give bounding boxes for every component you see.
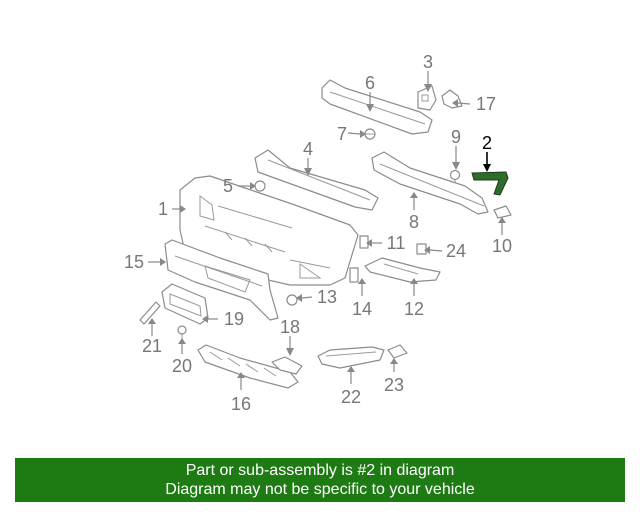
part-17-clip[interactable] xyxy=(441,89,463,109)
banner-line-disclaimer: Diagram may not be specific to your vehi… xyxy=(165,481,475,498)
part-2-bracket[interactable] xyxy=(471,171,509,196)
part-8-reinforcement[interactable] xyxy=(371,151,489,215)
callout-20[interactable]: 20 xyxy=(172,356,192,376)
part-4-absorber[interactable] xyxy=(254,149,379,211)
callout-4[interactable]: 4 xyxy=(303,139,313,159)
part-10-clip[interactable] xyxy=(493,205,512,219)
callout-labels: 3 6 17 7 9 2 4 5 1 8 11 10 24 15 13 14 1… xyxy=(124,52,512,414)
part-1-bumper-cover[interactable] xyxy=(179,175,359,286)
callout-16[interactable]: 16 xyxy=(231,394,251,414)
callout-2[interactable]: 2 xyxy=(482,133,492,153)
callout-21[interactable]: 21 xyxy=(142,336,162,356)
part-11-clip[interactable] xyxy=(359,235,369,249)
callout-11[interactable]: 11 xyxy=(387,233,406,253)
part-13-nut[interactable] xyxy=(286,294,298,306)
part-14-clip[interactable] xyxy=(349,267,359,283)
part-21-screw[interactable] xyxy=(139,301,161,325)
part-22-trim[interactable] xyxy=(317,346,385,369)
callout-24[interactable]: 24 xyxy=(446,241,466,261)
callout-13[interactable]: 13 xyxy=(317,287,337,307)
part-19-plate-bracket[interactable] xyxy=(161,283,209,325)
callout-14[interactable]: 14 xyxy=(352,299,372,319)
parts-diagram: 3 6 17 7 9 2 4 5 1 8 11 10 24 15 13 14 1… xyxy=(124,52,512,414)
callout-1[interactable]: 1 xyxy=(158,199,168,219)
callout-19[interactable]: 19 xyxy=(224,309,244,329)
part-20-pin[interactable] xyxy=(177,325,187,340)
part-12-bracket[interactable] xyxy=(364,257,441,283)
callout-5[interactable]: 5 xyxy=(223,176,233,196)
part-18-bezel[interactable] xyxy=(271,356,303,375)
callout-12[interactable]: 12 xyxy=(404,299,424,319)
leader-lines xyxy=(148,71,506,390)
part-7-fastener[interactable] xyxy=(364,128,376,140)
part-5-nut[interactable] xyxy=(254,180,266,192)
callout-22[interactable]: 22 xyxy=(341,387,361,407)
callout-6[interactable]: 6 xyxy=(365,73,375,93)
callout-8[interactable]: 8 xyxy=(409,212,419,232)
part-24-clip[interactable] xyxy=(416,243,427,255)
part-23-clip[interactable] xyxy=(387,344,408,359)
callout-18[interactable]: 18 xyxy=(280,317,300,337)
part-16-grille[interactable] xyxy=(197,344,299,389)
part-6-absorber[interactable] xyxy=(321,79,433,135)
info-banner: Part or sub-assembly is #2 in diagram Di… xyxy=(15,458,625,502)
callout-15[interactable]: 15 xyxy=(124,252,144,272)
banner-line-part: Part or sub-assembly is #2 in diagram xyxy=(185,462,455,479)
callout-10[interactable]: 10 xyxy=(492,236,512,256)
callout-17[interactable]: 17 xyxy=(476,94,496,114)
part-15-lower-fascia[interactable] xyxy=(164,239,279,321)
callout-23[interactable]: 23 xyxy=(384,375,404,395)
callout-7[interactable]: 7 xyxy=(337,124,347,144)
callout-9[interactable]: 9 xyxy=(451,127,461,147)
callout-3[interactable]: 3 xyxy=(423,52,433,72)
